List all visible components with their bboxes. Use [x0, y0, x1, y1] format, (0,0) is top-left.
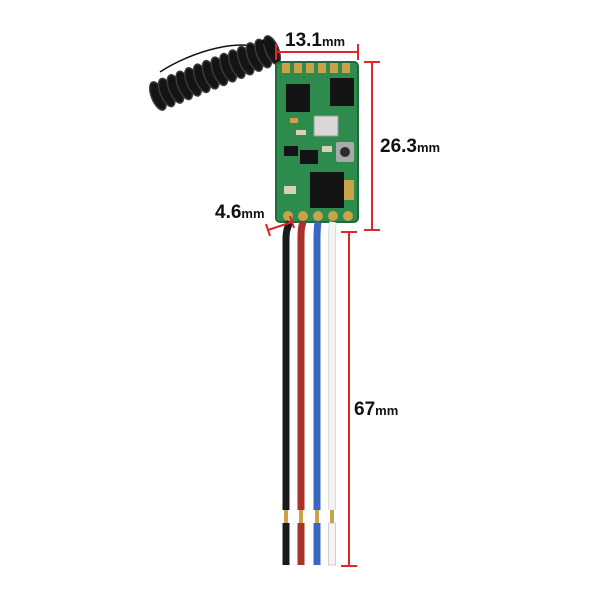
wire-length-dimension-line: [341, 231, 357, 567]
pcb-board: [275, 61, 359, 223]
crystal-component: [313, 115, 339, 137]
width-value: 13.1: [285, 30, 322, 51]
wire-length-value: 67: [354, 399, 376, 420]
height-dimension-line: [364, 61, 380, 231]
pin-pitch-unit: mm: [241, 206, 265, 221]
ic-chip-left: [286, 84, 310, 112]
wires: [282, 220, 337, 566]
wire-length-unit: mm: [375, 403, 399, 418]
voltage-regulator: [310, 172, 344, 208]
width-unit: mm: [321, 34, 346, 49]
wire-red: [297, 220, 307, 565]
wire-white: [328, 221, 337, 566]
height-value: 26.3: [380, 136, 417, 157]
width-dimension-label: 13.1mm: [285, 31, 345, 50]
pin-pitch-dimension-label: 4.6mm: [215, 203, 265, 222]
ic-chip-right: [330, 78, 354, 106]
width-dimension-line: [275, 44, 359, 60]
pin-pitch-dimension-line: [265, 215, 295, 237]
wire-length-dimension-label: 67mm: [354, 400, 398, 419]
top-pads: [282, 63, 350, 73]
dimension-lines: [265, 44, 380, 567]
coil-antenna: [149, 35, 287, 111]
pin-pitch-value: 4.6: [215, 202, 242, 223]
wire-blue: [313, 221, 322, 565]
height-dimension-label: 26.3mm: [380, 137, 440, 156]
height-unit: mm: [416, 140, 441, 155]
